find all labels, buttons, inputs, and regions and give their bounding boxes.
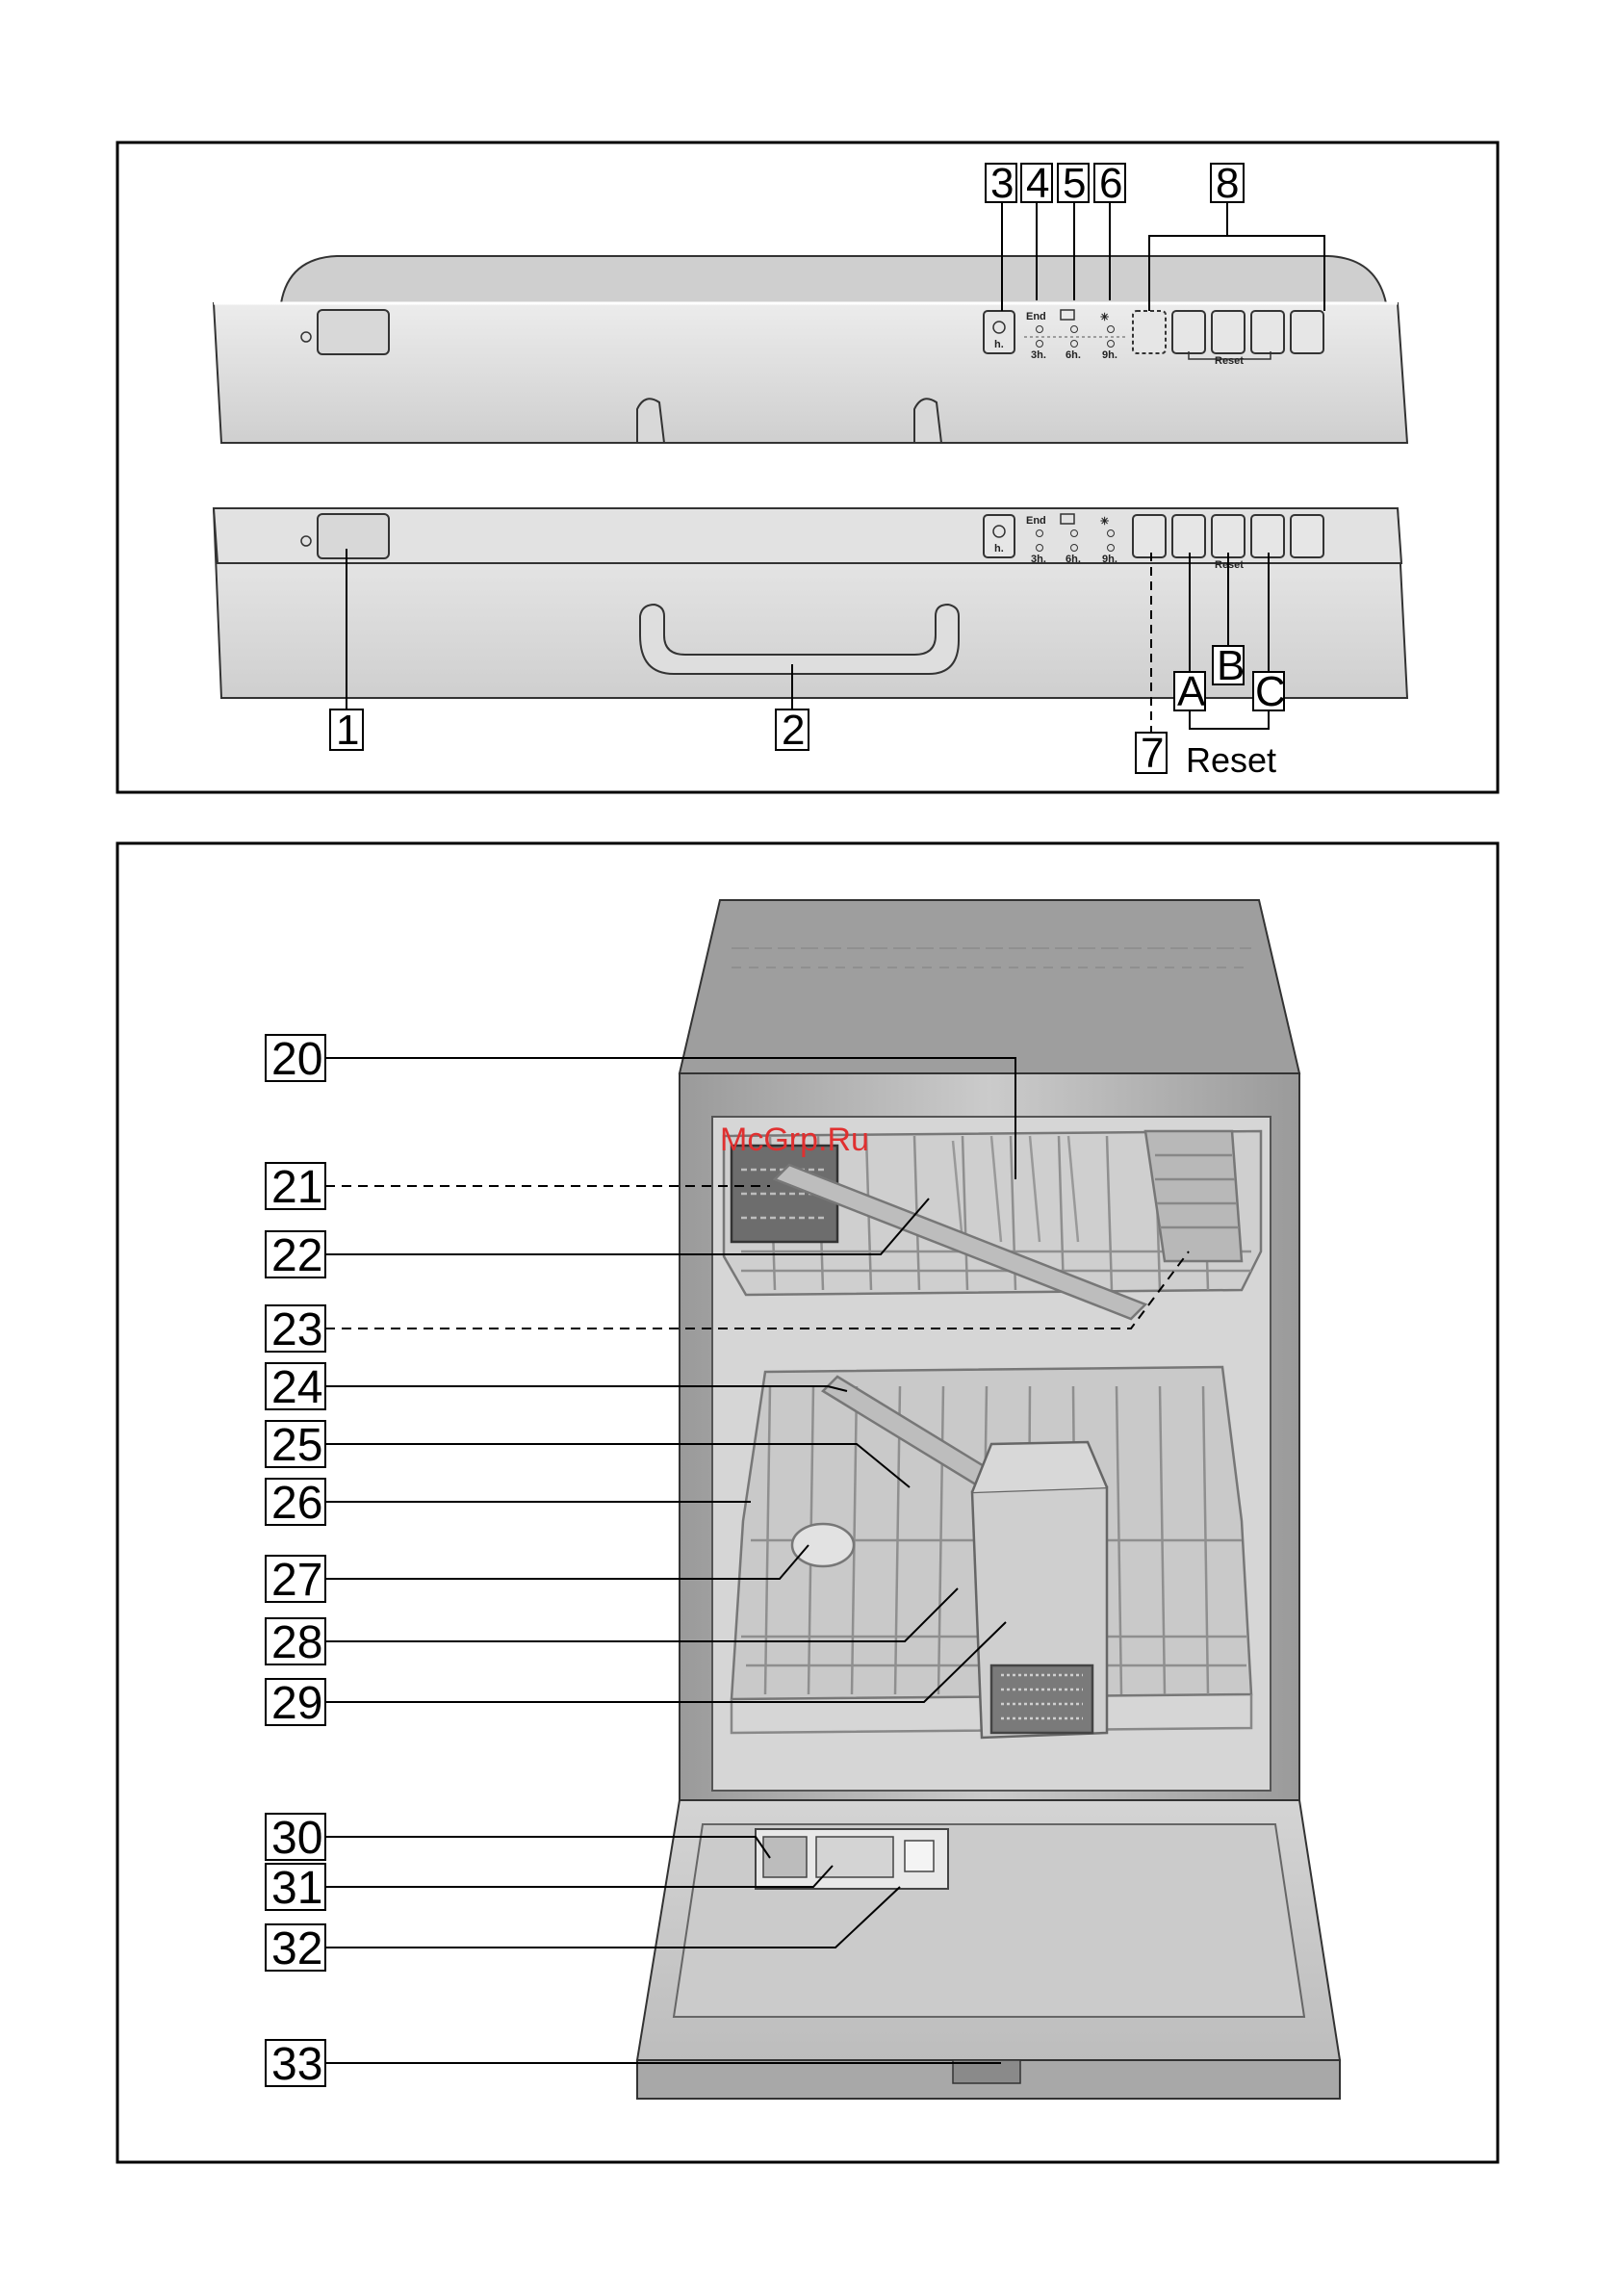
reset-label: Reset bbox=[1186, 740, 1276, 780]
door bbox=[637, 1800, 1340, 2099]
callout-21: 21 bbox=[266, 1162, 325, 1213]
callout-29: 29 bbox=[266, 1678, 325, 1729]
svg-text:7: 7 bbox=[1141, 730, 1164, 777]
svg-text:22: 22 bbox=[271, 1230, 322, 1281]
callout-25: 25 bbox=[266, 1420, 325, 1471]
callout-31: 31 bbox=[266, 1863, 325, 1914]
timer-h-text: h. bbox=[994, 339, 1004, 350]
svg-text:A: A bbox=[1177, 668, 1206, 715]
svg-text:B: B bbox=[1217, 642, 1245, 689]
callout-B: B bbox=[1213, 642, 1245, 689]
t9-text-upper: 9h. bbox=[1102, 349, 1117, 361]
svg-text:33: 33 bbox=[271, 2039, 322, 2090]
callout-2: 2 bbox=[776, 707, 809, 754]
callout-26: 26 bbox=[266, 1478, 325, 1529]
svg-text:20: 20 bbox=[271, 1034, 322, 1085]
svg-text:4: 4 bbox=[1026, 160, 1049, 207]
t3-text-upper: 3h. bbox=[1031, 349, 1046, 361]
lower-basket bbox=[732, 1367, 1251, 1738]
callout-8: 8 bbox=[1211, 160, 1244, 207]
main-switch-lower bbox=[318, 514, 389, 558]
svg-text:27: 27 bbox=[271, 1555, 322, 1606]
svg-text:30: 30 bbox=[271, 1813, 322, 1864]
callout-C: C bbox=[1253, 668, 1286, 715]
t6-text-upper: 6h. bbox=[1066, 349, 1081, 361]
callout-5: 5 bbox=[1058, 160, 1089, 207]
reset-small-lower: Reset bbox=[1215, 559, 1244, 571]
reset-small-upper: Reset bbox=[1215, 355, 1244, 367]
timer-h-text-lower: h. bbox=[994, 543, 1004, 555]
svg-text:1: 1 bbox=[336, 707, 359, 754]
callout-24: 24 bbox=[266, 1362, 325, 1413]
callout-28: 28 bbox=[266, 1617, 325, 1668]
dashed-button-upper bbox=[1133, 311, 1166, 353]
svg-text:26: 26 bbox=[271, 1478, 322, 1529]
callout-7: 7 bbox=[1136, 730, 1167, 777]
svg-text:24: 24 bbox=[271, 1362, 322, 1413]
program-button-1-upper bbox=[1172, 311, 1205, 353]
end-text-upper: End bbox=[1026, 311, 1046, 322]
program-button-2-upper bbox=[1212, 311, 1245, 353]
svg-text:2: 2 bbox=[782, 707, 805, 754]
svg-text:C: C bbox=[1255, 668, 1286, 715]
t9-text-lower: 9h. bbox=[1102, 554, 1117, 565]
callout-6: 6 bbox=[1094, 160, 1125, 207]
callout-A: A bbox=[1174, 668, 1206, 715]
svg-text:32: 32 bbox=[271, 1923, 322, 1974]
callout-30: 30 bbox=[266, 1813, 325, 1864]
svg-text:31: 31 bbox=[271, 1863, 322, 1914]
svg-text:23: 23 bbox=[271, 1304, 322, 1355]
svg-text:✳: ✳ bbox=[1100, 516, 1109, 528]
svg-text:29: 29 bbox=[271, 1678, 322, 1729]
callout-32: 32 bbox=[266, 1923, 325, 1974]
svg-text:5: 5 bbox=[1063, 160, 1086, 207]
svg-text:8: 8 bbox=[1216, 160, 1239, 207]
svg-text:6: 6 bbox=[1099, 160, 1122, 207]
callout-1: 1 bbox=[330, 707, 363, 754]
callout-20: 20 bbox=[266, 1034, 325, 1085]
callout-4: 4 bbox=[1021, 160, 1052, 207]
callout-22: 22 bbox=[266, 1230, 325, 1281]
end-text-lower: End bbox=[1026, 515, 1046, 527]
salt-icon: ✳ bbox=[1100, 312, 1109, 323]
t3-text-lower: 3h. bbox=[1031, 554, 1046, 565]
control-panel-upper: h. End ✳ 3h. 6h. 9h. Reset bbox=[214, 256, 1407, 443]
callout-3: 3 bbox=[986, 160, 1016, 207]
svg-text:25: 25 bbox=[271, 1420, 322, 1471]
svg-text:21: 21 bbox=[271, 1162, 322, 1213]
t6-text-lower: 6h. bbox=[1066, 554, 1081, 565]
main-switch-upper bbox=[318, 310, 389, 354]
callout-27: 27 bbox=[266, 1555, 325, 1606]
callout-33: 33 bbox=[266, 2039, 325, 2090]
program-button-3-upper bbox=[1251, 311, 1284, 353]
watermark: McGrp.Ru bbox=[720, 1122, 869, 1158]
callout-23: 23 bbox=[266, 1304, 325, 1355]
svg-text:3: 3 bbox=[990, 160, 1014, 207]
upper-basket bbox=[724, 1131, 1261, 1319]
svg-text:28: 28 bbox=[271, 1617, 322, 1668]
program-button-4-upper bbox=[1291, 311, 1323, 353]
